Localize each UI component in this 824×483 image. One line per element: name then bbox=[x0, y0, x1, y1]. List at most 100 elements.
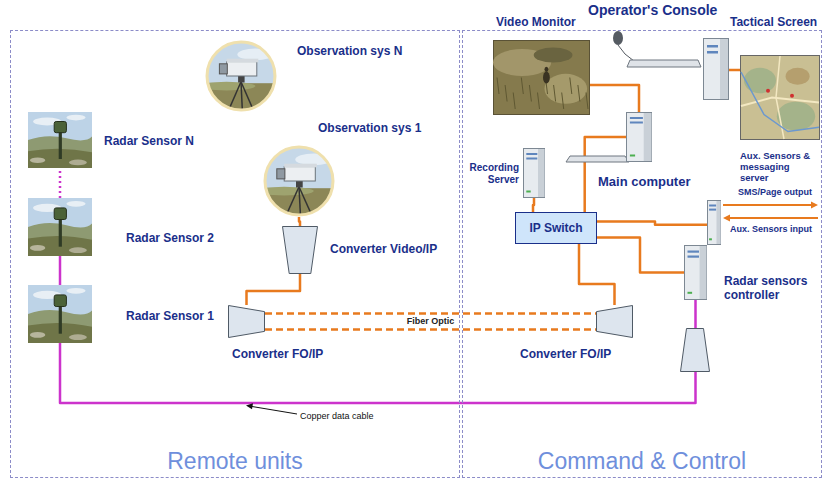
radar-photo bbox=[28, 198, 92, 256]
radar-photo-part bbox=[59, 218, 62, 247]
radar-photo-part bbox=[30, 157, 45, 163]
monitor-picture-part bbox=[586, 93, 588, 110]
monitor-picture-part bbox=[562, 93, 564, 110]
converter-symbol bbox=[681, 329, 710, 372]
camera-photo-part bbox=[238, 76, 245, 83]
output-arrowhead bbox=[811, 202, 818, 209]
camera-photo-part bbox=[229, 82, 241, 110]
device-label: Observation sys N bbox=[297, 44, 402, 58]
radar-photo-part bbox=[59, 305, 62, 334]
output-arrow bbox=[723, 204, 812, 206]
computer-tower-part bbox=[526, 191, 530, 193]
device-node: Main computer bbox=[626, 112, 652, 162]
console-heading: Operator's Console bbox=[588, 2, 717, 19]
device-label: Video Monitor bbox=[496, 15, 576, 29]
monitor-picture-part bbox=[505, 85, 507, 102]
mouse-cord bbox=[618, 45, 634, 61]
signal-label: Aux. Sensors input bbox=[730, 224, 812, 235]
computer-tower bbox=[684, 245, 707, 300]
camera-photo-part bbox=[255, 145, 336, 217]
connector-line bbox=[59, 168, 62, 198]
device-label: Observation sys 1 bbox=[318, 121, 421, 135]
device-label: Aux. Sensors & messaging server bbox=[740, 150, 812, 183]
monitor-picture-part bbox=[570, 78, 572, 95]
camera-photo-part bbox=[286, 187, 299, 215]
radar-photo-part bbox=[69, 334, 87, 340]
monitor-picture-part bbox=[497, 78, 499, 95]
monitor-picture bbox=[493, 40, 590, 115]
leader-arrowhead bbox=[246, 403, 253, 409]
cable-callout: Copper data cable bbox=[300, 411, 374, 422]
computer-tower-part bbox=[630, 117, 643, 119]
link-label: Fiber Optic bbox=[407, 316, 455, 327]
device-label: Recording Server bbox=[463, 162, 519, 186]
connector-line bbox=[247, 274, 301, 305]
region-title: Command & Control bbox=[463, 448, 821, 474]
device-node: Aux. Sensors & messaging server bbox=[707, 200, 721, 245]
camera-photo-part bbox=[299, 187, 301, 217]
camera-photo-part bbox=[296, 181, 303, 188]
connector-line bbox=[299, 217, 300, 226]
radar-photo-part bbox=[28, 198, 92, 256]
computer-tower bbox=[707, 200, 721, 245]
ip-cable bbox=[299, 217, 300, 226]
computer-tower-part bbox=[526, 158, 537, 160]
computer-tower-part bbox=[708, 201, 721, 245]
map-picture bbox=[740, 55, 820, 140]
camera-photo-part bbox=[205, 40, 277, 112]
computer-tower-part bbox=[688, 251, 700, 253]
connector-line bbox=[265, 312, 596, 315]
ip-cable bbox=[247, 274, 301, 305]
device-label: Converter FO/IP bbox=[232, 347, 323, 361]
camera-photo-part bbox=[284, 164, 317, 168]
switch-label: IP Switch bbox=[516, 213, 596, 243]
device-label: Radar Sensor 1 bbox=[126, 309, 214, 323]
copper-cable bbox=[60, 256, 61, 285]
camera-photo-part bbox=[265, 147, 333, 215]
radar-photo-part bbox=[54, 122, 66, 133]
computer-tower-part bbox=[709, 238, 712, 240]
monitor-picture-part bbox=[538, 93, 540, 110]
camera-photo-part bbox=[227, 59, 259, 63]
connector-line bbox=[60, 300, 696, 403]
converter-symbol-part bbox=[229, 306, 265, 338]
connector-line bbox=[597, 222, 707, 225]
device-label: Radar sensors controller bbox=[724, 274, 819, 302]
device-label: Radar Sensor 2 bbox=[126, 231, 214, 245]
ip-cable bbox=[579, 244, 615, 305]
copper-cable bbox=[60, 300, 696, 403]
computer-tower-part bbox=[538, 149, 545, 197]
computer-tower-part bbox=[644, 113, 652, 161]
computer-tower-part bbox=[630, 122, 643, 124]
radar-photo-part bbox=[30, 332, 45, 338]
map-picture-part bbox=[741, 72, 819, 132]
computer-tower-part bbox=[526, 153, 537, 155]
device-node: Converter FO/IP bbox=[228, 305, 265, 338]
map-picture-part bbox=[744, 68, 776, 94]
device-label: Converter Video/IP bbox=[330, 242, 437, 256]
ip-cable bbox=[590, 85, 639, 112]
converter-symbol bbox=[228, 305, 265, 338]
computer-tower-part bbox=[688, 256, 700, 258]
map-picture-part bbox=[786, 68, 810, 85]
camera-photo-part bbox=[219, 64, 227, 74]
computer-tower-side bbox=[720, 39, 728, 99]
drive-slot bbox=[707, 51, 718, 54]
camera-photo-part bbox=[255, 187, 314, 196]
copper-cable bbox=[60, 168, 61, 198]
radar-photo-part bbox=[28, 285, 92, 343]
camera-photo-part bbox=[227, 62, 257, 76]
input-arrowhead bbox=[723, 215, 730, 222]
radar-photo-part bbox=[66, 115, 85, 121]
radar-photo bbox=[28, 285, 92, 343]
radar-photo-part bbox=[69, 160, 87, 166]
computer-tower-part bbox=[700, 246, 707, 299]
device-node: Radar sensors controller bbox=[684, 245, 707, 300]
computer-tower-part bbox=[709, 209, 716, 211]
device-node: Radar Sensor 2 bbox=[28, 198, 92, 256]
device-label: Converter FO/IP bbox=[520, 347, 611, 361]
connector-line bbox=[59, 256, 62, 285]
camera-photo-part bbox=[277, 169, 285, 179]
camera-photo-part bbox=[241, 82, 242, 112]
